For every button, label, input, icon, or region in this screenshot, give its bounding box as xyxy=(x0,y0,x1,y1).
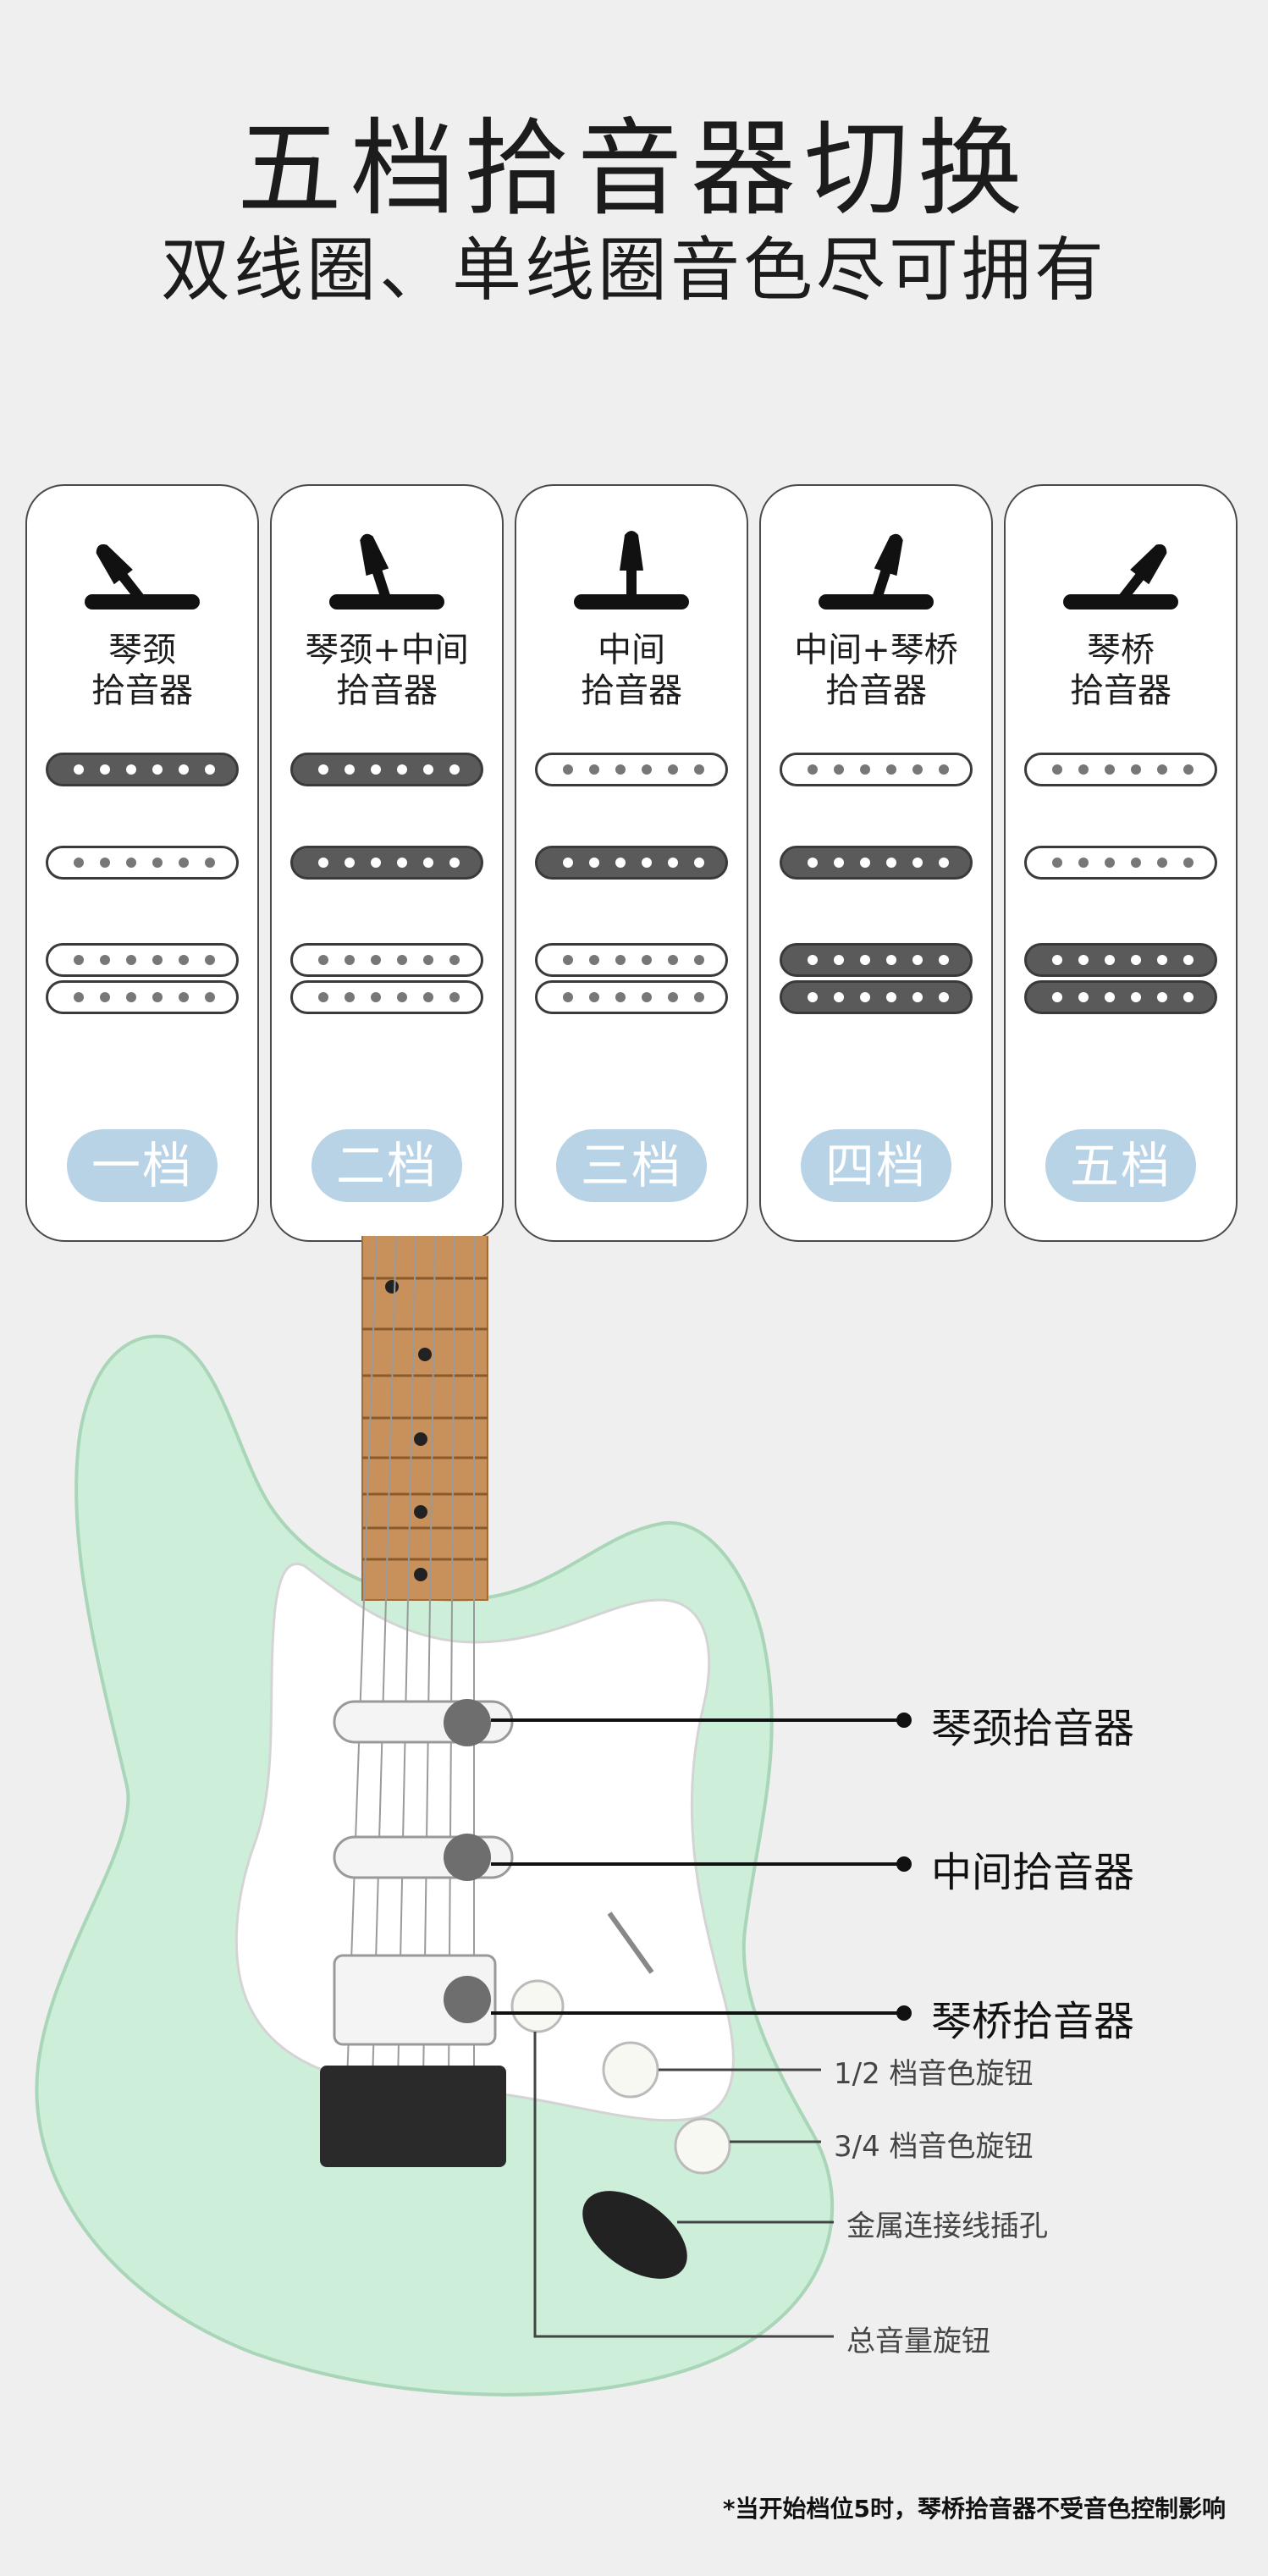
selector-switch xyxy=(607,1911,654,1974)
callout-bridge-pickup: 琴桥拾音器 xyxy=(931,1998,1135,2045)
tone-knob-2 xyxy=(674,2117,731,2175)
pickup-indicator xyxy=(46,753,239,786)
pickup-indicator xyxy=(1024,943,1217,977)
pickup-indicator xyxy=(1024,980,1217,1014)
page-subtitle: 双线圈、单线圈音色尽可拥有 xyxy=(160,230,1107,311)
position-label-line2: 拾音器 xyxy=(336,671,438,710)
position-label-line2: 拾音器 xyxy=(1070,671,1172,710)
callout-tone-knob-34: 3/4 档音色旋钮 xyxy=(834,2130,1034,2164)
selector-switch-icon xyxy=(1063,544,1178,610)
position-badge: 一档 xyxy=(67,1129,218,1202)
position-label-line2: 拾音器 xyxy=(825,671,927,710)
callout-volume-knob: 总音量旋钮 xyxy=(846,2325,990,2358)
position-label: 琴桥拾音器 xyxy=(1006,630,1236,711)
output-jack xyxy=(582,2191,687,2279)
guitar-illustration xyxy=(35,1236,912,2397)
pickup-indicator xyxy=(535,943,728,977)
bridge-pickup xyxy=(333,1954,497,2046)
pickup-indicator xyxy=(46,980,239,1014)
position-card: 琴桥拾音器五档 xyxy=(1004,484,1238,1242)
pickup-indicator xyxy=(1024,846,1217,880)
middle-pickup xyxy=(333,1834,514,1881)
volume-knob xyxy=(510,1979,565,2033)
frets xyxy=(362,1277,488,1561)
position-badge: 三档 xyxy=(556,1129,707,1202)
position-card: 琴颈+中间拾音器二档 xyxy=(270,484,504,1242)
selector-switch-icon xyxy=(329,533,444,610)
position-card: 琴颈拾音器一档 xyxy=(25,484,259,1242)
position-badge: 四档 xyxy=(801,1129,951,1202)
position-label: 中间+琴桥拾音器 xyxy=(761,630,991,711)
position-label-line1: 中间 xyxy=(598,631,665,670)
pickup-indicator xyxy=(535,846,728,880)
pickup-indicator xyxy=(535,753,728,786)
strings xyxy=(346,1236,475,2083)
pickup-indicator xyxy=(46,943,239,977)
tremolo-bridge xyxy=(320,2066,506,2167)
pickup-indicator xyxy=(290,753,483,786)
position-card: 中间拾音器三档 xyxy=(515,484,748,1242)
tone-knob-1 xyxy=(602,2041,659,2099)
pickup-indicator xyxy=(290,846,483,880)
selector-switch-icon xyxy=(85,544,200,610)
neck-pickup xyxy=(333,1699,514,1746)
footnote: *当开始档位5时，琴桥拾音器不受音色控制影响 xyxy=(722,2495,1226,2523)
position-label-line1: 琴颈+中间 xyxy=(305,631,469,670)
callout-output-jack: 金属连接线插孔 xyxy=(846,2209,1048,2243)
position-badge: 五档 xyxy=(1045,1129,1196,1202)
callout-middle-pickup: 中间拾音器 xyxy=(931,1849,1135,1896)
selector-switch-icon xyxy=(819,533,934,610)
pickup-indicator xyxy=(780,846,973,880)
page-title: 五档拾音器切换 xyxy=(236,108,1031,230)
pickup-indicator xyxy=(1024,753,1217,786)
callout-tone-knob-12: 1/2 档音色旋钮 xyxy=(834,2057,1034,2091)
pickup-indicator xyxy=(780,753,973,786)
position-label: 琴颈拾音器 xyxy=(27,630,257,711)
position-label-line2: 拾音器 xyxy=(91,671,193,710)
position-label-line1: 中间+琴桥 xyxy=(794,631,958,670)
position-label-line2: 拾音器 xyxy=(581,671,682,710)
pickup-indicator xyxy=(290,980,483,1014)
pickup-indicator xyxy=(780,980,973,1014)
callout-neck-pickup: 琴颈拾音器 xyxy=(931,1705,1135,1752)
pickup-indicator xyxy=(46,846,239,880)
switch-positions: 琴颈拾音器一档琴颈+中间拾音器二档中间拾音器三档中间+琴桥拾音器四档琴桥拾音器五… xyxy=(25,484,1244,1242)
selector-switch-icon xyxy=(574,531,689,610)
position-badge: 二档 xyxy=(311,1129,462,1202)
position-card: 中间+琴桥拾音器四档 xyxy=(759,484,993,1242)
pickup-indicator xyxy=(780,943,973,977)
position-label-line1: 琴颈 xyxy=(108,631,176,670)
position-label: 琴颈+中间拾音器 xyxy=(272,630,502,711)
pickup-indicator xyxy=(535,980,728,1014)
position-label-line1: 琴桥 xyxy=(1087,631,1155,670)
pickup-indicator xyxy=(290,943,483,977)
position-label: 中间拾音器 xyxy=(516,630,747,711)
